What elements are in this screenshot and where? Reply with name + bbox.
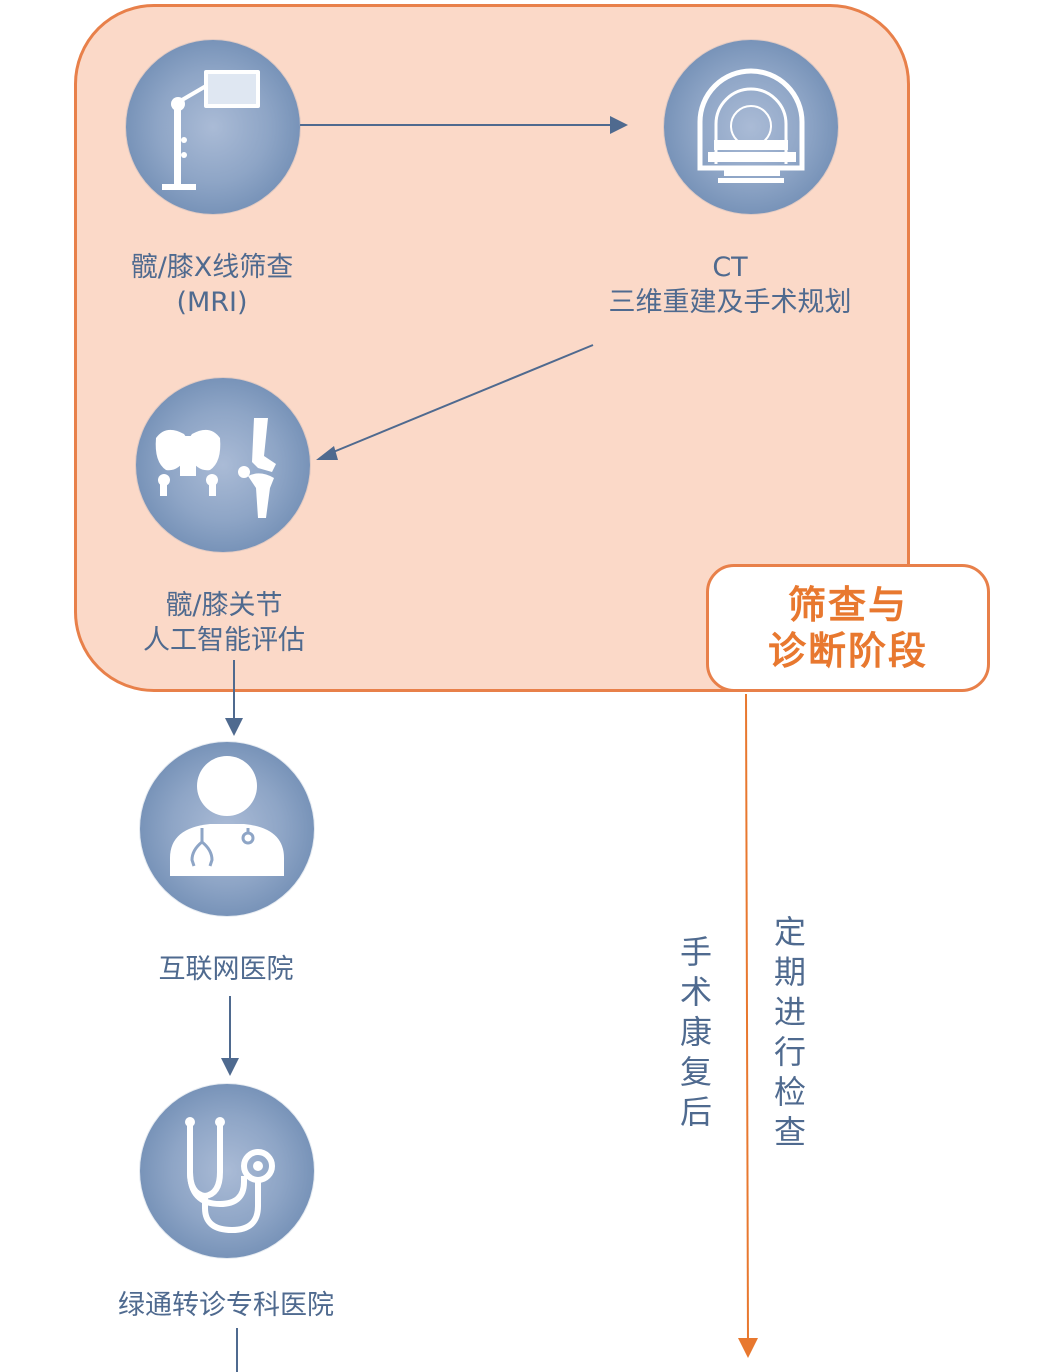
referral-node xyxy=(140,1084,314,1258)
referral-label: 绿通转诊专科医院 xyxy=(96,1288,356,1323)
internet-hospital-label: 互联网医院 xyxy=(106,952,346,987)
stethoscope-icon xyxy=(185,1117,275,1234)
checkup-vertical-text: 定期进行检查 xyxy=(773,913,806,1151)
referral-label-text: 绿通转诊专科医院 xyxy=(118,1290,334,1321)
ai-evaluation-label: 髋/膝关节 人工智能评估 xyxy=(104,588,344,658)
xray-node xyxy=(126,40,300,214)
xray-label-line2: (MRI) xyxy=(176,287,248,318)
arrowhead-internet-to-referral xyxy=(221,1058,239,1076)
ai-evaluation-label-line2: 人工智能评估 xyxy=(143,625,305,656)
ct-label-line1: CT xyxy=(712,252,748,283)
timeline-arrow xyxy=(745,693,749,1343)
ai-evaluation-node xyxy=(136,378,310,552)
ct-scanner-icon xyxy=(697,68,805,183)
doctor-icon xyxy=(170,756,284,876)
xray-label: 髋/膝X线筛查 (MRI) xyxy=(92,250,332,320)
ct-label: CT 三维重建及手术规划 xyxy=(590,250,870,320)
ct-node xyxy=(664,40,838,214)
stage-badge-line1: 筛查与 xyxy=(787,583,908,627)
ct-label-line2: 三维重建及手术规划 xyxy=(608,287,852,318)
internet-hospital-node xyxy=(140,742,314,916)
stage-badge-line2: 诊断阶段 xyxy=(767,629,928,673)
stage-badge: 筛查与 诊断阶段 xyxy=(706,564,990,692)
xray-label-line1: 髋/膝X线筛查 xyxy=(130,252,294,283)
timeline-arrowhead xyxy=(738,1338,758,1358)
internet-hospital-label-text: 互联网医院 xyxy=(158,954,294,985)
hip-knee-joint-icon xyxy=(155,418,276,518)
arrowhead-ai-to-internet xyxy=(225,718,243,736)
rehab-vertical-text: 手术康复后 xyxy=(679,933,712,1131)
ai-evaluation-label-line1: 髋/膝关节 xyxy=(165,590,283,621)
xray-machine-icon xyxy=(162,70,260,190)
